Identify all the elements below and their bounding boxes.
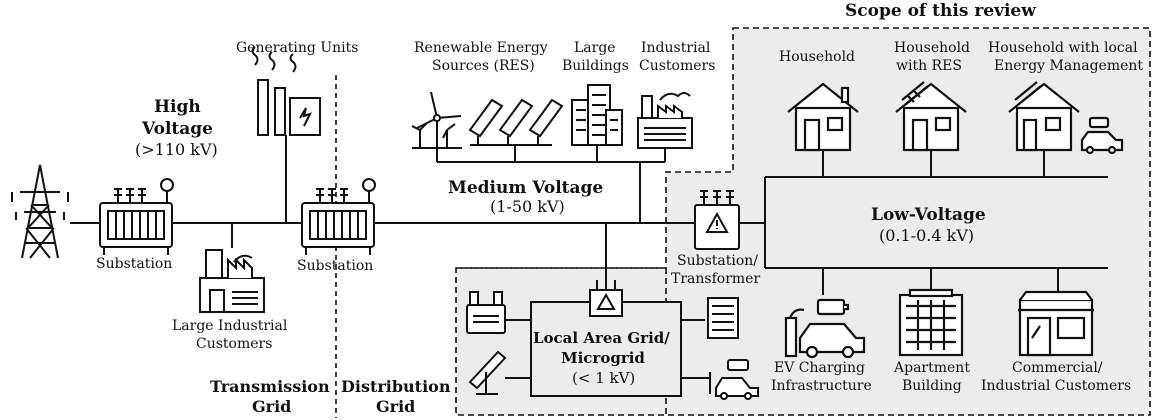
high-voltage-title-1: High: [154, 97, 201, 117]
large-industrial-label-2: Customers: [196, 336, 273, 352]
small-apartment-icon: [707, 297, 739, 339]
low-voltage-title: Low-Voltage: [871, 205, 986, 225]
substation-2-icon: [301, 178, 376, 255]
microgrid-region: [456, 267, 667, 415]
transmission-grid-label-1: Transmission: [210, 377, 330, 396]
industrial-customers-icon: [637, 92, 693, 149]
battery-icon: [466, 291, 506, 334]
household-local-energy-icon: [1008, 81, 1124, 155]
household-res-label-1: Household: [894, 40, 971, 56]
transmission-tower-icon: [11, 164, 69, 259]
res-label-2: Sources (RES): [432, 58, 535, 74]
industrial-customers-label-2: Customers: [639, 58, 716, 74]
solar-panels-icon: [468, 98, 564, 146]
substation-2-label: Substation: [297, 258, 374, 274]
apartment-label-1: Apartment: [894, 360, 970, 376]
large-buildings-label-2: Buildings: [562, 58, 629, 74]
low-voltage-range: (0.1-0.4 kV): [879, 226, 975, 245]
ev-charging-label-2: Infrastructure: [771, 378, 872, 394]
commercial-label-1: Commercial/: [1012, 360, 1103, 376]
ev-charging-label-1: EV Charging: [774, 360, 865, 376]
distribution-grid-label-1: Distribution: [341, 377, 451, 396]
medium-voltage-title: Medium Voltage: [448, 178, 604, 198]
large-industrial-factory-icon: [199, 249, 265, 313]
small-ev-icon: [709, 359, 759, 400]
microgrid-label-2: Microgrid: [561, 349, 645, 367]
scope-title: Scope of this review: [845, 1, 1036, 21]
small-solar-panel-icon: [468, 350, 507, 395]
ev-charging-icon: [784, 298, 866, 359]
distribution-grid-label-2: Grid: [376, 397, 416, 416]
generating-units-icon: [251, 46, 321, 136]
substation-transformer-label-1: Substation/: [677, 253, 758, 269]
apartment-building-icon: [898, 288, 964, 357]
high-voltage-range: (>110 kV): [135, 140, 218, 159]
household-res-label-2: with RES: [896, 58, 962, 74]
microgrid-range: (< 1 kV): [572, 369, 636, 387]
transmission-grid-label-2: Grid: [252, 397, 292, 416]
household-res-icon: [895, 81, 967, 152]
medium-voltage-range: (1-50 kV): [490, 197, 565, 216]
large-industrial-label-1: Large Industrial: [172, 318, 288, 334]
industrial-customers-label-1: Industrial: [641, 40, 711, 56]
household-label: Household: [779, 49, 856, 65]
commercial-building-icon: [1018, 290, 1094, 357]
substation-transformer-label-2: Transformer: [671, 271, 761, 287]
microgrid-box: [530, 301, 682, 397]
large-buildings-icon: [571, 84, 623, 146]
microgrid-transformer-icon: [589, 280, 623, 317]
large-buildings-label-1: Large: [574, 40, 616, 56]
res-label-1: Renewable Energy: [414, 40, 548, 56]
household-icon: [787, 82, 859, 152]
generating-units-label: Generating Units: [236, 40, 359, 56]
wind-turbine-icon: [411, 91, 462, 149]
commercial-label-2: Industrial Customers: [981, 378, 1132, 394]
distribution-transformer-icon: [694, 190, 740, 250]
household-local-label-1: Household with local: [988, 40, 1138, 56]
substation-1-label: Substation: [96, 256, 173, 272]
high-voltage-title-2: Voltage: [142, 119, 213, 139]
microgrid-label-1: Local Area Grid/: [533, 329, 670, 347]
apartment-label-2: Building: [902, 378, 962, 394]
substation-1-icon: [99, 178, 174, 255]
household-local-label-2: Energy Management: [994, 58, 1144, 74]
